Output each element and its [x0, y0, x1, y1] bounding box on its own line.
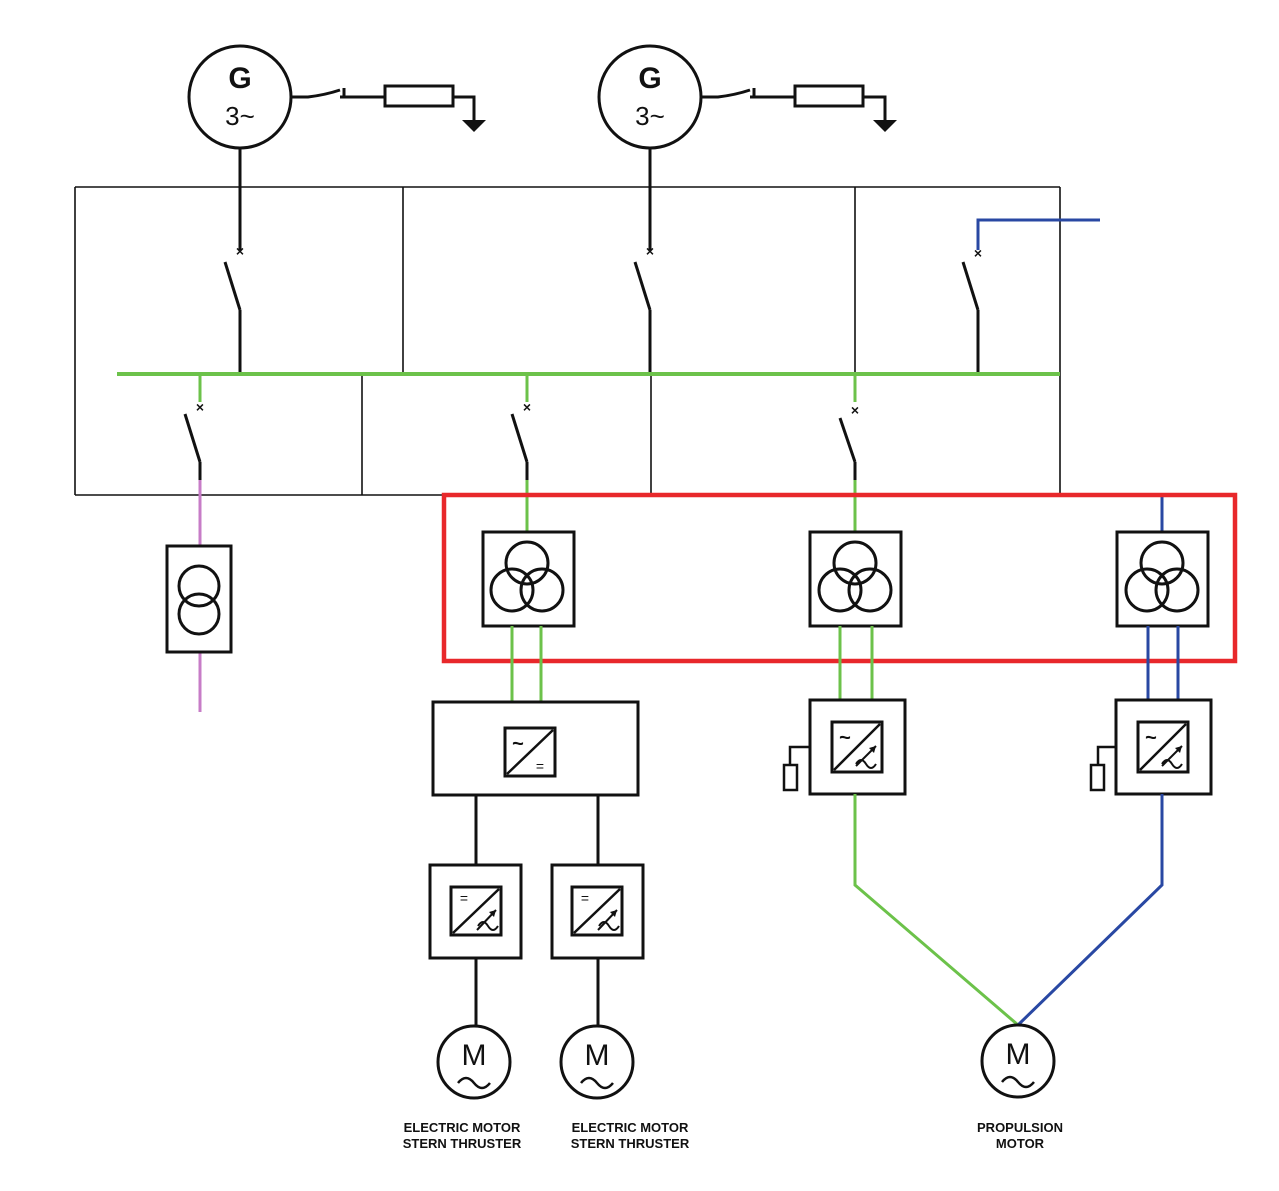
auxiliary-transformer [165, 480, 233, 712]
svg-text:×: × [523, 399, 531, 415]
svg-text:×: × [974, 245, 982, 261]
transformer-1-secondaries [510, 626, 543, 702]
motor-1-letter: M [462, 1039, 487, 1072]
ac-mark: ~ [839, 727, 851, 749]
earthing-resistor [383, 84, 455, 108]
incomer-breaker-1: × [223, 148, 244, 374]
ac-mark: ~ [512, 733, 524, 755]
svg-text:×: × [851, 402, 859, 418]
motor-3-caption-line2: MOTOR [996, 1136, 1045, 1151]
switchboard-frame [74, 186, 1061, 496]
svg-text:×: × [236, 243, 244, 259]
dc-mark: = [536, 758, 544, 774]
propulsion-feed-green [853, 794, 1019, 1027]
incomer-breaker-2: × [633, 148, 654, 374]
generator-2-earthing [701, 84, 887, 120]
propulsion-motor: M PROPULSION MOTOR [977, 1023, 1063, 1151]
motor-2-caption-line1: ELECTRIC MOTOR [572, 1120, 689, 1135]
thruster-inverter-1: = [428, 863, 523, 960]
generator-2-letter: G [638, 62, 661, 95]
ground-icon [873, 120, 897, 132]
braking-resistor [1089, 763, 1106, 792]
motor-2-letter: M [585, 1039, 610, 1072]
svg-text:×: × [196, 399, 204, 415]
motor-3-caption-line1: PROPULSION [977, 1120, 1063, 1135]
generator-1-earthing [291, 84, 476, 120]
motor-symbol [436, 1024, 512, 1100]
stern-thruster-motor-2: M ELECTRIC MOTOR STERN THRUSTER [559, 1024, 690, 1151]
incomer-breaker-3: × [961, 218, 1100, 374]
outgoing-breaker-2: × [510, 374, 531, 480]
ac-mark: ~ [1145, 727, 1157, 749]
propulsion-drive-1: ~ [782, 698, 907, 796]
ground-icon [462, 120, 486, 132]
transformer-2-secondaries [838, 626, 874, 700]
transformer-2 [808, 530, 903, 628]
earthing-resistor [793, 84, 865, 108]
transformer-1 [481, 530, 576, 628]
motor-3-letter: M [1006, 1038, 1031, 1071]
motor-symbol [559, 1024, 635, 1100]
generator-1-phase: 3~ [225, 101, 255, 131]
generator-1: G 3~ [187, 44, 486, 150]
propulsion-drive-2: ~ [1089, 698, 1213, 796]
outgoing-breaker-1: × [183, 374, 204, 480]
propulsion-feed-blue [1016, 794, 1164, 1027]
transformer-3 [1115, 530, 1210, 628]
dc-mark: = [581, 890, 589, 906]
braking-resistor-lead [788, 745, 810, 765]
braking-resistor [782, 763, 799, 792]
transformer-3-secondaries [1146, 626, 1180, 700]
generator-2-phase: 3~ [635, 101, 665, 131]
motor-1-caption-line1: ELECTRIC MOTOR [404, 1120, 521, 1135]
motor-2-caption-line2: STERN THRUSTER [571, 1136, 690, 1151]
motor-1-caption-line2: STERN THRUSTER [403, 1136, 522, 1151]
generator-1-letter: G [228, 62, 251, 95]
braking-resistor-lead [1096, 745, 1116, 765]
thruster-inverter-2: = [550, 863, 645, 960]
svg-text:×: × [646, 243, 654, 259]
outgoing-breaker-3: × [838, 374, 859, 480]
transformer-box [165, 544, 233, 654]
motor-symbol [980, 1023, 1056, 1099]
dc-mark: = [460, 890, 468, 906]
stern-thruster-motor-1: M ELECTRIC MOTOR STERN THRUSTER [403, 1024, 522, 1151]
generator-2: G 3~ [597, 44, 897, 150]
thruster-rectifier: ~ = [431, 700, 640, 797]
